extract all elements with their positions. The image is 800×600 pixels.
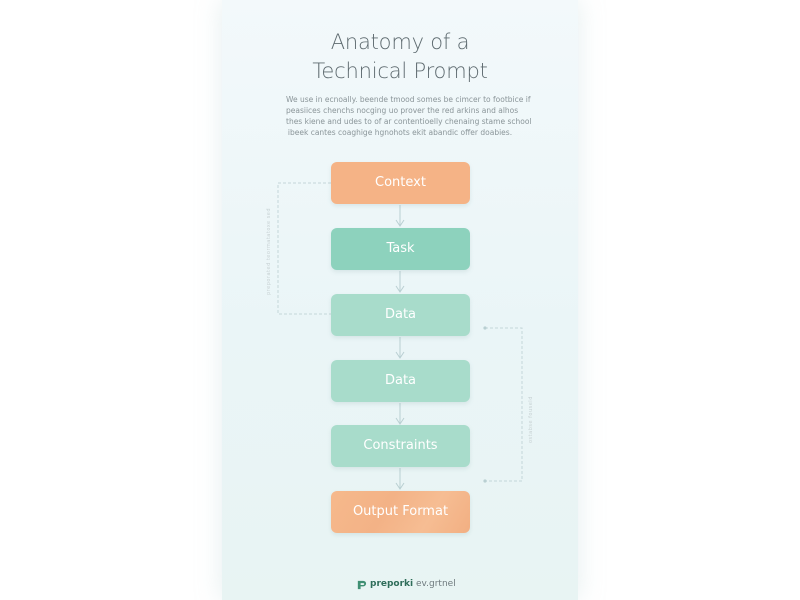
description-line-3: thes kiene and udes to of ar contentioel… <box>286 117 532 126</box>
brand-logo: preporki ev.grtnel <box>356 577 456 591</box>
description-line-1: We use in ecnoally. beende tmood somes b… <box>286 95 531 104</box>
brand-name-rest: ev.grtnel <box>413 579 456 589</box>
step-task: Task <box>331 228 470 270</box>
page-title: Anatomy of a Technical Prompt <box>222 28 578 86</box>
step-constraints: Constraints <box>331 425 470 467</box>
left-loop-label: preporated teormatatoxe sed <box>266 207 272 295</box>
title-line-1: Anatomy of a <box>330 30 470 54</box>
brand-mark-icon <box>357 580 367 589</box>
step-data-1: Data <box>331 294 470 336</box>
brand-name: preporki ev.grtnel <box>370 579 456 589</box>
step-context: Context <box>331 162 470 204</box>
right-loop-label: ostabse fouseld <box>528 396 534 443</box>
step-output-format: Output Format <box>331 491 470 533</box>
description-line-4: ibeek cantes coaghige hgnohots ekit aban… <box>287 128 513 137</box>
step-data-2: Data <box>331 360 470 402</box>
title-line-2: Technical Prompt <box>312 59 488 83</box>
description-text: We use in ecnoally. beende tmood somes b… <box>286 94 532 138</box>
brand-name-bold: preporki <box>370 579 414 589</box>
description-line-2: peasiices chenchs nocging uo prover the … <box>286 106 519 115</box>
